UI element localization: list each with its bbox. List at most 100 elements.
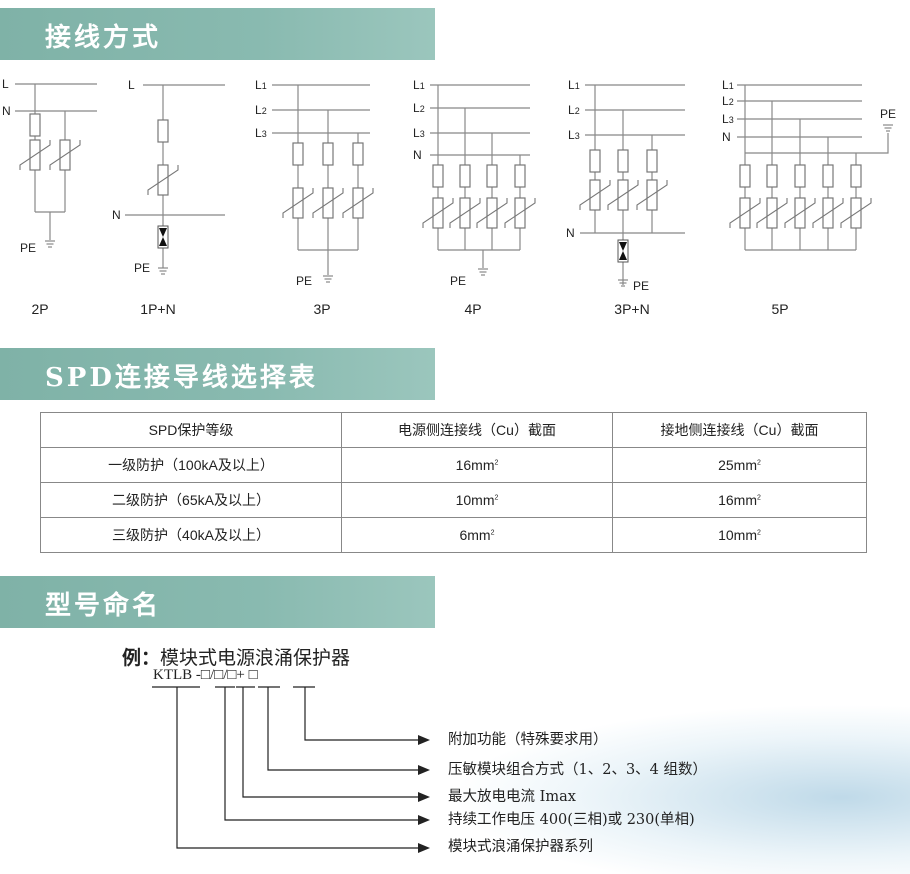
varistor-slash [342, 188, 374, 218]
table-row: 三级防护（40kA及以上） 6mm2 10mm2 [40, 517, 867, 553]
varistor-slash [756, 198, 788, 228]
wire-selection-table: SPD保护等级 电源侧连接线（Cu）截面 接地侧连接线（Cu）截面 一级防护（1… [40, 412, 867, 553]
fuse-icon [352, 142, 364, 166]
fuse-icon [739, 164, 751, 188]
code-prefix: KTLB [153, 667, 193, 683]
fuse-icon [822, 164, 834, 188]
gas-tube-mark [619, 242, 627, 251]
pe-label: PE [450, 274, 466, 288]
line-label: L1 [413, 78, 425, 92]
varistor-slash [19, 140, 51, 170]
varistor-slash [579, 180, 611, 210]
table-row: 一级防护（100kA及以上） 16mm2 25mm2 [40, 447, 867, 483]
naming-example: 例：模块式电源浪涌保护器 [122, 643, 350, 670]
line-label: L3 [413, 126, 425, 140]
pe-label: PE [296, 274, 312, 288]
diagram-caption: 3P+N [614, 301, 649, 317]
wiring-diagrams: LNPE2PLNPE1P+NL1L2L3PE3PL1L2L3NPE4PL1L2L… [2, 77, 896, 317]
table-cell: 16mm2 [612, 482, 867, 518]
fuse-icon [794, 164, 806, 188]
pe-label: PE [134, 261, 150, 275]
line-label: N [112, 208, 121, 222]
line-label: L1 [568, 78, 580, 92]
line-label: N [413, 148, 422, 162]
section-header-table: SPD连接导线选择表 [0, 348, 435, 400]
table-row: 二级防护（65kA及以上） 10mm2 16mm2 [40, 482, 867, 518]
line-label: L3 [568, 128, 580, 142]
naming-item: 持续工作电压 400(三相)或 230(单相) [448, 812, 695, 828]
section-title: 接线方式 [45, 23, 162, 53]
varistor-slash [607, 180, 639, 210]
gas-tube-mark [159, 237, 167, 246]
line-label: L3 [255, 126, 267, 140]
fuse-icon [322, 142, 334, 166]
line-label: L [128, 78, 135, 92]
pe-label: PE [633, 279, 649, 293]
varistor-slash [49, 140, 81, 170]
line-label: N [722, 130, 731, 144]
line-label: L3 [722, 112, 734, 126]
line-label: L2 [413, 101, 425, 115]
varistor-slash [449, 198, 481, 228]
diagram-caption: 1P+N [140, 301, 175, 317]
code-fields: -□/□/□+ □ [195, 667, 258, 683]
varistor-slash [784, 198, 816, 228]
pe-label: PE [20, 241, 36, 255]
header-cell: 接地侧连接线（Cu）截面 [612, 412, 867, 448]
pe-label: PE [880, 107, 896, 121]
line-label: L2 [722, 94, 734, 108]
table-cell: 二级防护（65kA及以上） [40, 482, 342, 518]
table-cell: 10mm2 [612, 517, 867, 553]
header-cell: 电源侧连接线（Cu）截面 [341, 412, 613, 448]
fuse-icon [292, 142, 304, 166]
example-label: 例： [122, 647, 161, 669]
line-label: L2 [568, 103, 580, 117]
fuse-icon [157, 119, 169, 143]
model-code: KTLB -□/□/□+ □ [153, 667, 258, 684]
section-title: 型号命名 [45, 591, 162, 621]
fuse-icon [617, 149, 629, 173]
varistor-slash [840, 198, 872, 228]
fuse-icon [589, 149, 601, 173]
line-label: L [2, 77, 9, 91]
table-cell: 10mm2 [341, 482, 613, 518]
varistor-slash [729, 198, 761, 228]
varistor-slash [476, 198, 508, 228]
fuse-icon [766, 164, 778, 188]
table-header-row: SPD保护等级 电源侧连接线（Cu）截面 接地侧连接线（Cu）截面 [40, 412, 867, 448]
naming-item: 模块式浪涌保护器系列 [448, 839, 593, 855]
diagram-caption: 4P [464, 301, 481, 317]
line-label: N [566, 226, 575, 240]
fuse-icon [29, 113, 41, 137]
example-text: 模块式电源浪涌保护器 [160, 647, 351, 669]
gas-tube-mark [159, 228, 167, 237]
table-cell: 一级防护（100kA及以上） [40, 447, 342, 483]
fuse-icon [459, 164, 471, 188]
diagram-caption: 5P [771, 301, 788, 317]
fuse-icon [850, 164, 862, 188]
table-cell: 25mm2 [612, 447, 867, 483]
wire [745, 133, 889, 154]
naming-item: 压敏模块组合方式（1、2、3、4 组数） [448, 762, 708, 778]
varistor-slash [282, 188, 314, 218]
naming-item: 最大放电电流 Imax [448, 789, 576, 805]
section-header-naming: 型号命名 [0, 576, 435, 628]
header-cell: SPD保护等级 [40, 412, 342, 448]
diagram-caption: 3P [313, 301, 330, 317]
table-cell: 6mm2 [341, 517, 613, 553]
varistor-slash [636, 180, 668, 210]
naming-item: 附加功能（特殊要求用） [448, 732, 608, 748]
fuse-icon [486, 164, 498, 188]
gas-tube-mark [619, 251, 627, 260]
line-label: L1 [722, 78, 734, 92]
fuse-icon [646, 149, 658, 173]
diagram-caption: 2P [31, 301, 48, 317]
fuse-icon [432, 164, 444, 188]
varistor-slash [422, 198, 454, 228]
line-label: N [2, 104, 11, 118]
line-label: L1 [255, 78, 267, 92]
varistor-slash [312, 188, 344, 218]
background-swoosh [450, 704, 910, 874]
